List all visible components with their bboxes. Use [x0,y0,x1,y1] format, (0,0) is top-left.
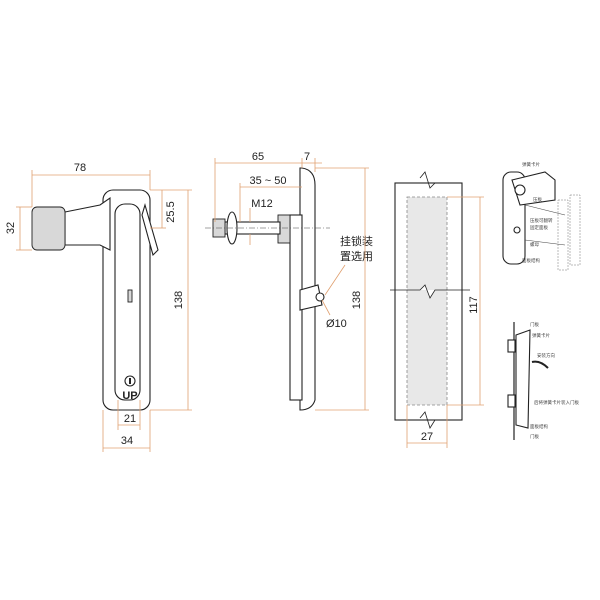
dim-34: 34 [121,435,133,447]
padlock-hole [315,292,325,302]
slot [127,289,133,303]
front-view: UP 78 32 25.5 138 21 34 [5,162,192,452]
dim-78: 78 [74,162,86,174]
dim-hole: Ø10 [326,318,347,330]
dim-35-50: 35 ~ 50 [249,175,286,187]
install-diagram-1: 弹簧卡片 压板 压板可翻转 固定面板 螺母 面板结构 [502,161,581,271]
cutout-view: 117 27 [390,171,484,448]
thread-label: M12 [251,198,272,210]
dim-21: 21 [124,413,136,425]
dim-27: 27 [421,431,433,443]
svg-text:面板结构: 面板结构 [530,423,548,430]
latch-tab [141,203,159,257]
svg-text:门板: 门板 [530,321,539,328]
svg-text:压板: 压板 [533,196,542,203]
dim-65: 65 [252,151,264,163]
svg-text:后将弹簧卡片装入门板: 后将弹簧卡片装入门板 [534,399,579,406]
padlock-note-line1: 挂锁装 [340,234,373,248]
svg-text:压板可翻转: 压板可翻转 [530,217,553,224]
svg-text:固定面板: 固定面板 [530,224,548,231]
dim-32: 32 [5,222,17,234]
svg-text:弹簧卡片: 弹簧卡片 [532,332,550,339]
keyhole-label: UP [122,390,137,402]
svg-text:门板: 门板 [530,433,539,440]
dim-138-front: 138 [173,291,185,309]
svg-text:螺母: 螺母 [530,241,539,248]
lever-arm [64,196,111,251]
padlock-tab [299,284,323,311]
side-view: 65 7 35 ~ 50 M12 挂锁装 置选用 Ø10 138 [205,151,373,411]
dim-7: 7 [304,151,310,163]
dim-117: 117 [468,296,480,314]
svg-text:弹簧卡片: 弹簧卡片 [522,161,540,168]
dim-138-side: 138 [351,291,363,309]
lever-knob [31,206,66,251]
padlock-note-line2: 置选用 [340,250,373,263]
cutout-inner [406,196,448,406]
dim-25-5: 25.5 [165,201,177,222]
svg-text:面板结构: 面板结构 [522,257,540,264]
handle-lever [114,203,141,401]
install-diagram-2: 门板 弹簧卡片 安装方向 后将弹簧卡片装入门板 面板结构 门板 [507,321,579,440]
svg-text:安装方向: 安装方向 [537,352,555,359]
